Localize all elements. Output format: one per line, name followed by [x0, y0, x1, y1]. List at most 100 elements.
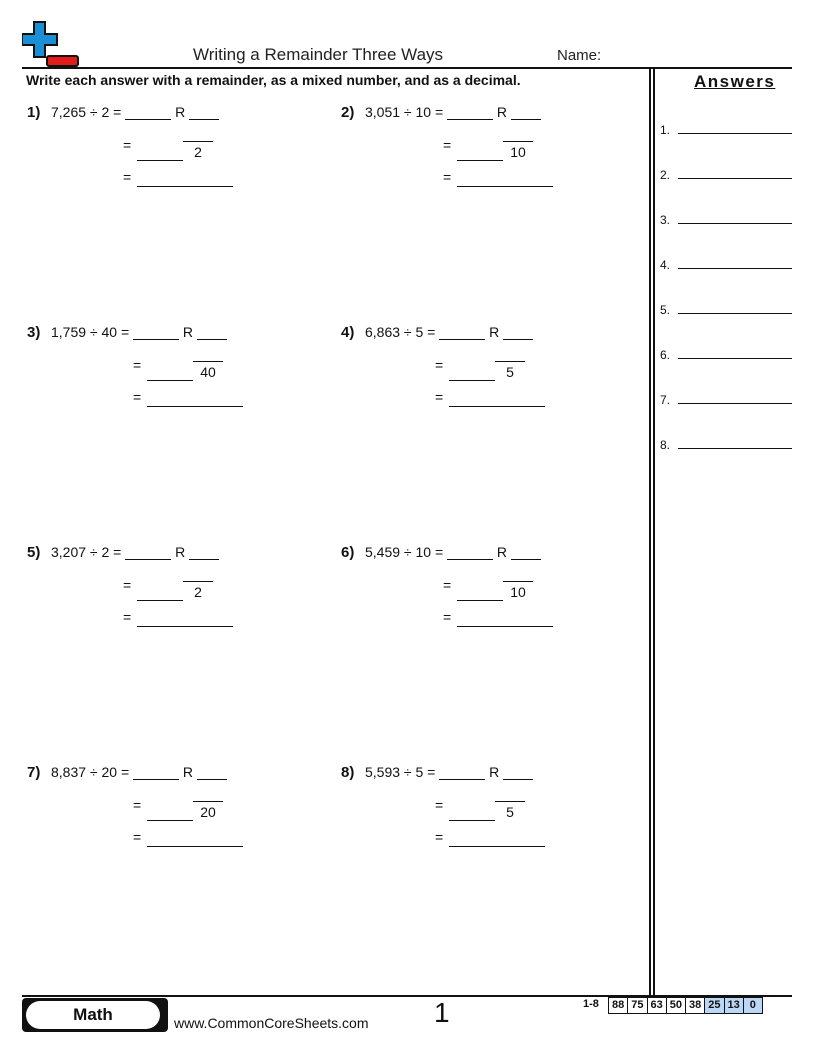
problem-expression: 8,837 ÷ 20 = R — [51, 764, 227, 780]
remainder-blank[interactable] — [196, 765, 227, 780]
remainder-blank[interactable] — [510, 105, 541, 120]
decimal-answer-line[interactable] — [449, 406, 545, 407]
numerator-blank[interactable] — [503, 141, 533, 142]
division-expression: 3,051 ÷ 10 = — [365, 104, 444, 120]
answer-row[interactable]: 8. — [660, 438, 792, 458]
answer-line[interactable] — [678, 448, 792, 449]
division-expression: 5,459 ÷ 10 = — [365, 544, 444, 560]
remainder-blank[interactable] — [189, 545, 220, 560]
remainder-blank[interactable] — [503, 325, 534, 340]
division-expression: 7,265 ÷ 2 = — [51, 104, 122, 120]
header-divider — [22, 67, 792, 69]
problem-number: 1) — [27, 104, 41, 121]
subject-badge: Math — [22, 998, 168, 1032]
problem: 5)3,207 ÷ 2 = R =2= — [27, 544, 287, 654]
answer-row[interactable]: 2. — [660, 168, 792, 188]
answer-line[interactable] — [678, 223, 792, 224]
quotient-blank[interactable] — [133, 765, 180, 780]
answer-row[interactable]: 7. — [660, 393, 792, 413]
answer-number: 3. — [660, 213, 671, 227]
numerator-blank[interactable] — [193, 801, 223, 802]
equals-sign: = — [123, 609, 132, 625]
quotient-blank[interactable] — [447, 105, 494, 120]
whole-number-blank[interactable] — [449, 380, 495, 381]
equals-sign: = — [443, 577, 452, 593]
answer-line[interactable] — [678, 403, 792, 404]
problem-expression: 6,863 ÷ 5 = R — [365, 324, 534, 340]
numerator-blank[interactable] — [495, 801, 525, 802]
answer-number: 4. — [660, 258, 671, 272]
decimal-answer-line[interactable] — [457, 186, 553, 187]
answer-row[interactable]: 6. — [660, 348, 792, 368]
denominator: 10 — [510, 144, 526, 160]
score-cell: 88 — [608, 997, 629, 1014]
problem: 3)1,759 ÷ 40 = R =40= — [27, 324, 287, 434]
problem-number: 2) — [341, 104, 355, 121]
numerator-blank[interactable] — [183, 141, 213, 142]
whole-number-blank[interactable] — [147, 380, 193, 381]
whole-number-blank[interactable] — [457, 600, 503, 601]
answers-title: Answers — [694, 72, 776, 91]
decimal-answer-line[interactable] — [147, 846, 243, 847]
equals-sign: = — [133, 357, 142, 373]
answer-row[interactable]: 4. — [660, 258, 792, 278]
problem: 8)5,593 ÷ 5 = R =5= — [341, 764, 601, 874]
problem-number: 5) — [27, 544, 41, 561]
denominator: 5 — [506, 364, 514, 380]
problem-number: 8) — [341, 764, 355, 781]
answer-line[interactable] — [678, 313, 792, 314]
equals-sign: = — [133, 797, 142, 813]
remainder-blank[interactable] — [503, 765, 534, 780]
answer-line[interactable] — [678, 133, 792, 134]
whole-number-blank[interactable] — [137, 160, 183, 161]
page-number: 1 — [434, 997, 450, 1028]
numerator-blank[interactable] — [183, 581, 213, 582]
remainder-label: R — [175, 104, 186, 120]
answer-line[interactable] — [678, 358, 792, 359]
remainder-blank[interactable] — [189, 105, 220, 120]
whole-number-blank[interactable] — [449, 820, 495, 821]
problem-number: 3) — [27, 324, 41, 341]
decimal-answer-line[interactable] — [449, 846, 545, 847]
subject-badge-label: Math — [26, 1001, 160, 1029]
answer-line[interactable] — [678, 268, 792, 269]
denominator: 40 — [200, 364, 216, 380]
problem: 7)8,837 ÷ 20 = R =20= — [27, 764, 287, 874]
quotient-blank[interactable] — [125, 105, 172, 120]
instructions: Write each answer with a remainder, as a… — [26, 72, 521, 88]
problem-expression: 5,459 ÷ 10 = R — [365, 544, 541, 560]
decimal-answer-line[interactable] — [137, 626, 233, 627]
score-cell: 25 — [704, 997, 725, 1014]
answer-row[interactable]: 5. — [660, 303, 792, 323]
site-url: www.CommonCoreSheets.com — [174, 1015, 369, 1031]
numerator-blank[interactable] — [495, 361, 525, 362]
answer-line[interactable] — [678, 178, 792, 179]
whole-number-blank[interactable] — [457, 160, 503, 161]
answer-number: 7. — [660, 393, 671, 407]
decimal-answer-line[interactable] — [457, 626, 553, 627]
quotient-blank[interactable] — [447, 545, 494, 560]
numerator-blank[interactable] — [193, 361, 223, 362]
decimal-answer-line[interactable] — [147, 406, 243, 407]
quotient-blank[interactable] — [133, 325, 180, 340]
whole-number-blank[interactable] — [147, 820, 193, 821]
problem-expression: 3,207 ÷ 2 = R — [51, 544, 220, 560]
division-expression: 1,759 ÷ 40 = — [51, 324, 130, 340]
decimal-answer-line[interactable] — [137, 186, 233, 187]
remainder-blank[interactable] — [196, 325, 227, 340]
remainder-blank[interactable] — [510, 545, 541, 560]
quotient-blank[interactable] — [439, 765, 486, 780]
problem: 2)3,051 ÷ 10 = R =10= — [341, 104, 601, 214]
quotient-blank[interactable] — [439, 325, 486, 340]
score-cell: 0 — [742, 997, 763, 1014]
problem-expression: 5,593 ÷ 5 = R — [365, 764, 534, 780]
whole-number-blank[interactable] — [137, 600, 183, 601]
score-cell: 38 — [685, 997, 706, 1014]
denominator: 10 — [510, 584, 526, 600]
answer-row[interactable]: 1. — [660, 123, 792, 143]
quotient-blank[interactable] — [125, 545, 172, 560]
answer-row[interactable]: 3. — [660, 213, 792, 233]
equals-sign: = — [435, 357, 444, 373]
numerator-blank[interactable] — [503, 581, 533, 582]
